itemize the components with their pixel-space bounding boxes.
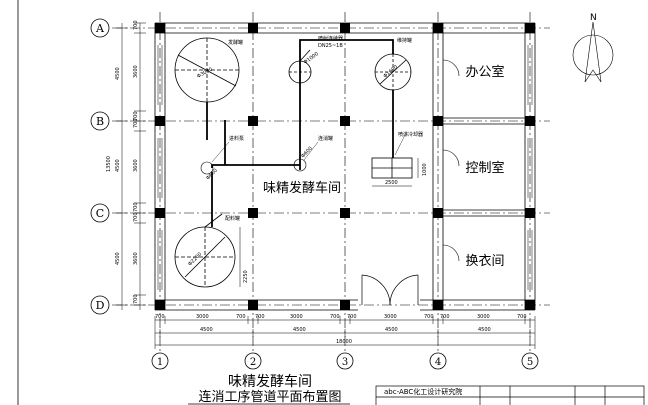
svg-text:4500: 4500	[115, 159, 121, 172]
svg-text:700: 700	[347, 314, 357, 320]
title-block	[375, 385, 645, 405]
cont-tank-label: 连消罐	[318, 135, 333, 142]
row-bubble-b	[90, 111, 110, 131]
svg-text:4500: 4500	[385, 327, 398, 333]
steam-ex-label: 喷射连续器	[318, 35, 343, 42]
north-label: N	[590, 13, 597, 23]
svg-text:700: 700	[133, 212, 139, 222]
col-label-2: 2	[250, 357, 256, 368]
room-changing: 换衣间	[465, 253, 504, 269]
steam-ex-dia: Φ1000	[303, 51, 320, 65]
steam-ex-spec: DN25~1B	[318, 43, 343, 49]
svg-text:4500: 4500	[115, 67, 121, 80]
svg-text:700: 700	[236, 314, 246, 320]
svg-text:3000: 3000	[477, 314, 490, 320]
room-control: 控制室	[465, 160, 504, 176]
col-label-5: 5	[527, 357, 533, 368]
pipelines	[206, 39, 394, 227]
row-label-c: C	[96, 207, 104, 220]
svg-text:700: 700	[440, 314, 450, 320]
left-windows	[157, 45, 533, 290]
svg-text:3600: 3600	[133, 65, 139, 78]
fermenter-label: 发酵罐	[228, 39, 243, 46]
room-doors	[442, 59, 460, 262]
spray-cooler	[371, 134, 419, 187]
svg-text:700: 700	[133, 118, 139, 128]
bottom-dimension-texts: 700 3000 700 700 3000 700 700 3000 700 7…	[155, 314, 527, 345]
svg-text:13500: 13500	[106, 156, 112, 172]
structural-columns	[155, 23, 535, 310]
row-bubble-a	[90, 18, 110, 38]
mix-dia: Φ2200	[187, 251, 203, 267]
svg-text:3600: 3600	[133, 159, 139, 172]
svg-text:4500: 4500	[115, 252, 121, 265]
svg-text:3000: 3000	[290, 314, 303, 320]
cooler-label: 喷淋冷却器	[398, 131, 423, 138]
holding-label: 维持罐	[397, 37, 412, 44]
cooler-h: 1000	[422, 163, 428, 176]
left-dimension-texts: 700 3600 700 4500 13500 700 3600 700 450…	[106, 20, 139, 304]
fermenter-dia: Φ3000	[196, 67, 214, 80]
cooler-w: 2500	[385, 180, 398, 186]
feed-pump-label: 进料泵	[229, 135, 244, 142]
svg-text:700: 700	[155, 314, 165, 320]
svg-text:3000: 3000	[384, 314, 397, 320]
drawing-title-line1: 味精发酵车间	[228, 373, 312, 390]
row-axis-bubbles: A B C D	[90, 18, 110, 315]
svg-text:3000: 3000	[196, 314, 209, 320]
svg-text:18000: 18000	[336, 339, 352, 345]
col-label-3: 3	[342, 357, 348, 368]
svg-text:700: 700	[133, 202, 139, 212]
row-label-b: B	[96, 115, 104, 128]
svg-text:700: 700	[424, 314, 434, 320]
svg-text:4500: 4500	[293, 327, 306, 333]
main-door	[361, 274, 419, 306]
svg-text:700: 700	[330, 314, 340, 320]
svg-text:700: 700	[133, 20, 139, 30]
svg-text:700: 700	[255, 314, 265, 320]
pipe-fittings	[200, 158, 307, 175]
row-label-a: A	[95, 22, 105, 35]
titleblock-org: abc-ABC化工设计研究院	[384, 387, 462, 396]
column-axis-bubbles: 1 2 3 4 5	[151, 352, 539, 370]
mix-label: 配料罐	[225, 215, 240, 222]
svg-text:4500: 4500	[478, 327, 491, 333]
left-dimension-lines	[116, 22, 146, 310]
col-label-1: 1	[157, 357, 163, 368]
svg-text:700: 700	[517, 314, 527, 320]
drawing-title-line2: 连消工序管道平面布置图	[198, 389, 341, 405]
room-workshop: 味精发酵车间	[263, 180, 341, 196]
row-bubble-d	[90, 295, 110, 315]
svg-text:3600: 3600	[133, 252, 139, 265]
axis-lines	[112, 12, 550, 352]
room-office: 办公室	[465, 64, 504, 80]
mix-dim: 2250	[243, 270, 249, 283]
north-arrow-icon	[572, 21, 614, 83]
bottom-dimension-lines	[154, 316, 536, 349]
col-label-4: 4	[435, 357, 441, 368]
mix-tank	[174, 213, 236, 288]
svg-text:700: 700	[133, 111, 139, 121]
row-bubble-c	[90, 203, 110, 223]
row-label-d: D	[96, 299, 105, 312]
svg-text:4500: 4500	[200, 327, 213, 333]
cont-tank-dia: Φ600	[300, 146, 314, 160]
svg-text:700: 700	[133, 294, 139, 304]
